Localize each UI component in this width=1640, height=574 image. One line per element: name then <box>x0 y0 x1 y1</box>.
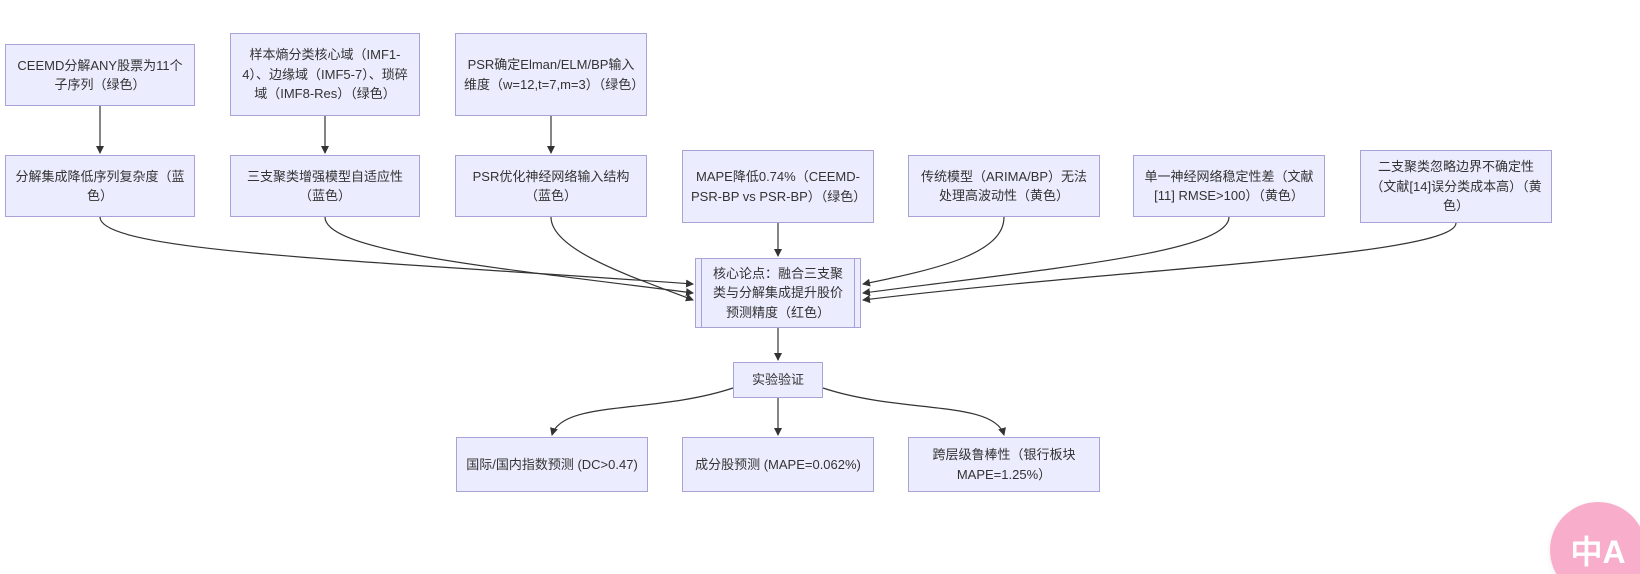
node-three-way-clustering-adaptivity-label: 三支聚类增强模型自适应性（蓝色） <box>246 168 403 204</box>
node-two-way-clustering-limitation: 二支聚类忽略边界不确定性（文献[14]误分类成本高）（黄色） <box>1360 150 1552 223</box>
node-mape-improvement-label: MAPE降低0.74%（CEEMD-PSR-BP vs PSR-BP）（绿色） <box>691 169 867 204</box>
node-two-way-clustering-limitation-label: 二支聚类忽略边界不确定性（文献[14]误分类成本高）（黄色） <box>1370 159 1542 214</box>
node-constituent-prediction: 成分股预测 (MAPE=0.062%) <box>682 437 874 492</box>
translate-button-label: 中A <box>1570 534 1626 570</box>
edge-experiment-robustness <box>822 387 1006 436</box>
edge-traditional-core <box>862 216 1005 287</box>
node-psr-input-dimension-label: PSR确定Elman/ELM/BP输入维度（w=12,t=7,m=3）（绿色） <box>464 57 645 92</box>
node-ceemd-decomposition-label: CEEMD分解ANY股票为11个子序列（绿色） <box>17 57 183 93</box>
edge-experiment-indexpred <box>550 387 734 436</box>
node-decomposition-complexity-label: 分解集成降低序列复杂度（蓝色） <box>15 168 185 204</box>
node-psr-input-dimension: PSR确定Elman/ELM/BP输入维度（w=12,t=7,m=3）（绿色） <box>455 33 647 116</box>
edge-adaptivity-core <box>324 216 694 297</box>
node-single-nn-instability: 单一神经网络稳定性差（文献[11] RMSE>100）（黄色） <box>1133 155 1325 217</box>
node-single-nn-instability-label: 单一神经网络稳定性差（文献[11] RMSE>100）（黄色） <box>1144 168 1314 204</box>
node-psr-input-structure: PSR优化神经网络输入结构（蓝色） <box>455 155 647 217</box>
node-experiment-validation: 实验验证 <box>733 362 823 398</box>
node-traditional-model-limitation-label: 传统模型（ARIMA/BP）无法处理高波动性（黄色） <box>920 168 1088 204</box>
node-index-prediction-label: 国际/国内指数预测 (DC>0.47) <box>466 456 638 472</box>
node-core-thesis-label: 核心论点：融合三支聚类与分解集成提升股价预测精度（红色） <box>712 265 843 320</box>
edge-twoway-core <box>862 222 1457 304</box>
edge-complexity-core <box>99 216 694 288</box>
node-three-way-clustering-adaptivity: 三支聚类增强模型自适应性（蓝色） <box>230 155 420 217</box>
node-experiment-validation-label: 实验验证 <box>751 372 804 388</box>
node-traditional-model-limitation: 传统模型（ARIMA/BP）无法处理高波动性（黄色） <box>908 155 1100 217</box>
node-constituent-prediction-label: 成分股预测 (MAPE=0.062%) <box>695 456 861 472</box>
node-core-thesis: 核心论点：融合三支聚类与分解集成提升股价预测精度（红色） <box>695 258 861 328</box>
edge-structure-core <box>550 216 694 302</box>
node-cross-level-robustness: 跨层级鲁棒性（银行板块MAPE=1.25%） <box>908 437 1100 492</box>
node-index-prediction: 国际/国内指数预测 (DC>0.47) <box>456 437 648 492</box>
node-mape-improvement: MAPE降低0.74%（CEEMD-PSR-BP vs PSR-BP）（绿色） <box>682 150 874 223</box>
node-psr-input-structure-label: PSR优化神经网络输入结构（蓝色） <box>472 168 630 204</box>
node-sample-entropy-classification: 样本熵分类核心域（IMF1-4）、边缘域（IMF5-7）、琐碎域（IMF8-Re… <box>230 33 420 116</box>
node-sample-entropy-classification-label: 样本熵分类核心域（IMF1-4）、边缘域（IMF5-7）、琐碎域（IMF8-Re… <box>242 47 408 102</box>
node-cross-level-robustness-label: 跨层级鲁棒性（银行板块MAPE=1.25%） <box>932 447 1076 482</box>
translate-button[interactable]: 中A <box>1550 502 1640 574</box>
edge-singlenn-core <box>862 216 1230 297</box>
node-ceemd-decomposition: CEEMD分解ANY股票为11个子序列（绿色） <box>5 44 195 106</box>
node-decomposition-complexity: 分解集成降低序列复杂度（蓝色） <box>5 155 195 217</box>
